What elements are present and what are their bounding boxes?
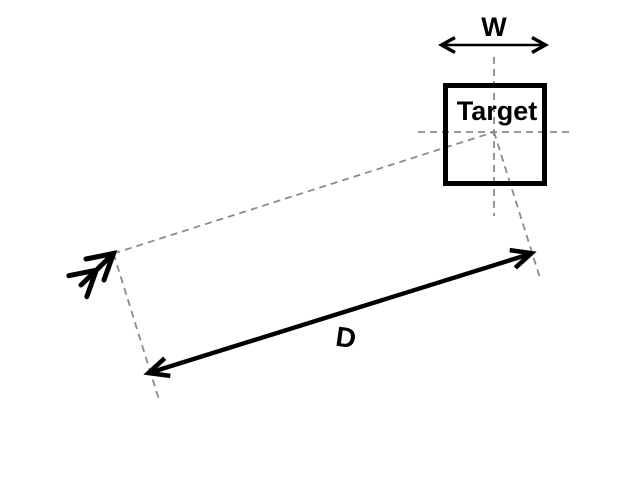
distance-arrow: [143, 247, 537, 379]
target-label: Target: [457, 96, 538, 126]
distance-arrow-shaft: [149, 251, 531, 375]
cursor-icon: [66, 250, 118, 300]
cursor-arrow-tail-chevron: [66, 266, 101, 300]
width-label: W: [481, 12, 507, 42]
target-perpendicular-guide: [493, 131, 541, 279]
distance-arrow-left-head: [143, 356, 171, 379]
distance-arrow-right-head: [509, 247, 537, 270]
cursor-to-target-center-guide: [113, 131, 495, 255]
target-box: [443, 83, 547, 186]
cursor-perpendicular-guide: [112, 253, 160, 399]
width-arrow-right-head: [531, 36, 550, 54]
width-arrow: [437, 36, 550, 54]
distance-label: D: [334, 321, 358, 355]
width-arrow-left-head: [437, 36, 456, 54]
